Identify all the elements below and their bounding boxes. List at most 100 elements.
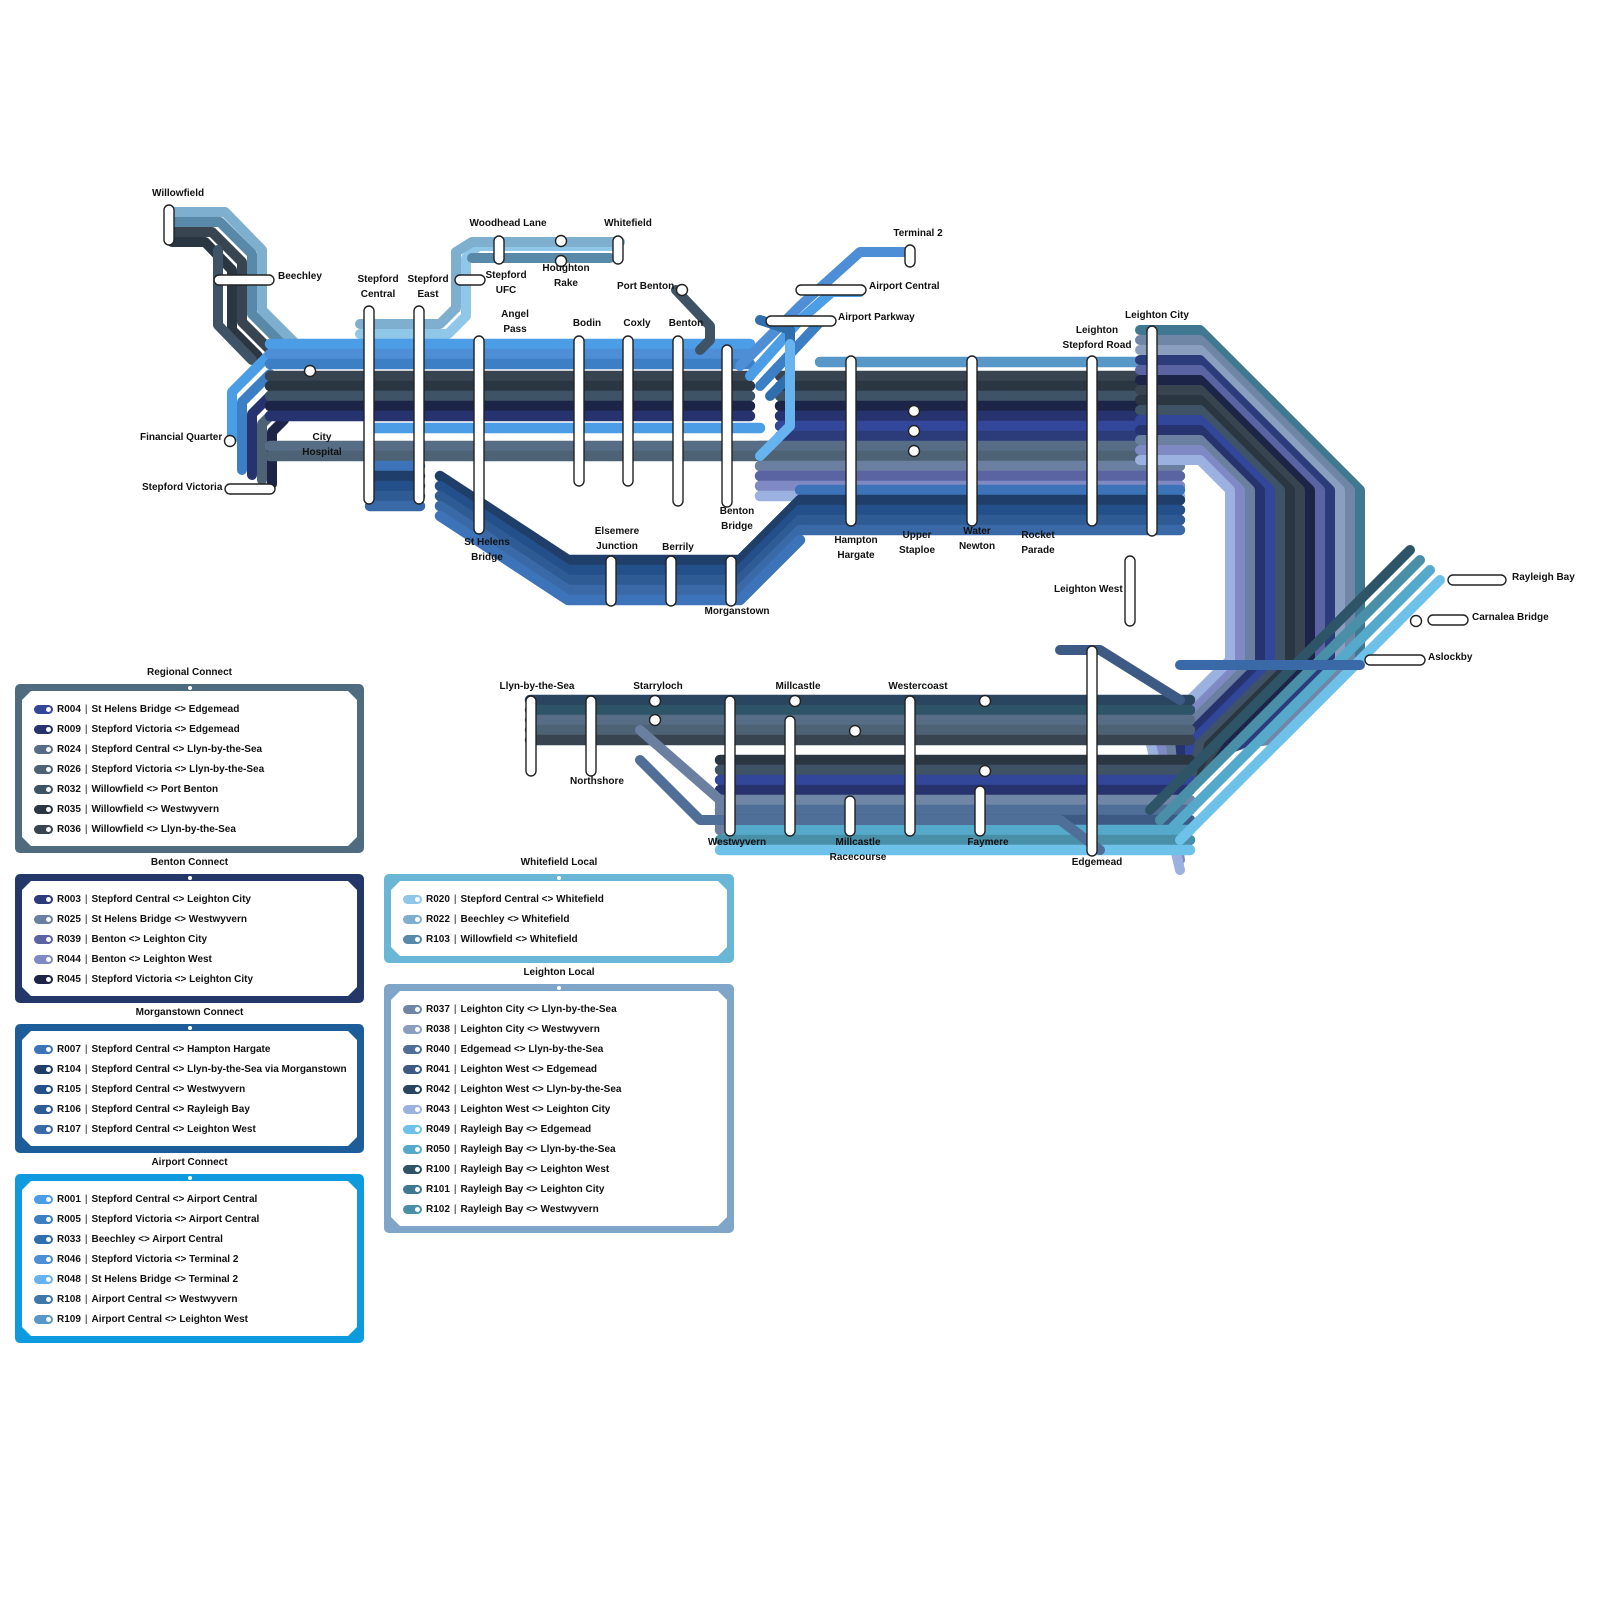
station-water-newton[interactable] — [966, 355, 978, 527]
route-line-r045 — [267, 415, 289, 489]
station-llyn-by-the-sea[interactable] — [525, 695, 537, 777]
route-code: R043 — [426, 1103, 450, 1115]
route-separator: | — [84, 973, 88, 985]
route-color-icon — [34, 765, 53, 774]
interchange-marker[interactable] — [788, 694, 802, 708]
interchange-marker[interactable] — [848, 724, 862, 738]
route-code: R024 — [57, 743, 81, 755]
station-rayleigh-bay[interactable] — [1447, 574, 1507, 586]
label-line: Stepford — [485, 270, 526, 281]
station-millcastle[interactable] — [784, 715, 796, 837]
station-airport-parkway[interactable] — [765, 315, 837, 327]
station-faymere[interactable] — [974, 785, 986, 837]
station-stepford-central[interactable] — [363, 305, 375, 505]
route-name: Benton <> Leighton City — [91, 933, 208, 945]
route-item: R102|Rayleigh Bay <> Westwyvern — [403, 1199, 715, 1219]
route-color-icon — [34, 1195, 53, 1204]
label-line: Parade — [1021, 545, 1055, 556]
station-leighton-city[interactable] — [1146, 325, 1158, 537]
route-name: Leighton West <> Leighton City — [460, 1103, 611, 1115]
interchange-marker[interactable] — [648, 713, 662, 727]
route-name: St Helens Bridge <> Terminal 2 — [91, 1273, 239, 1285]
station-stepford-ufc[interactable] — [454, 274, 486, 286]
interchange-marker[interactable] — [978, 764, 992, 778]
legend-title: Leighton Local — [523, 967, 595, 978]
route-item: R041|Leighton West <> Edgemead — [403, 1059, 715, 1079]
route-color-icon — [34, 1255, 53, 1264]
station-berrily[interactable] — [665, 555, 677, 607]
route-separator: | — [84, 1233, 88, 1245]
interchange-marker[interactable] — [907, 424, 921, 438]
interchange-marker[interactable] — [675, 283, 689, 297]
station-willowfield[interactable] — [163, 204, 175, 246]
route-separator: | — [453, 1023, 457, 1035]
route-name: Airport Central <> Leighton West — [91, 1313, 249, 1325]
route-line-r048 — [755, 339, 795, 461]
station-elsemere-junction[interactable] — [605, 555, 617, 607]
route-item: R025|St Helens Bridge <> Westwyvern — [34, 909, 345, 929]
station-hampton-hargate[interactable] — [845, 355, 857, 527]
route-separator: | — [84, 823, 88, 835]
station-aslockby[interactable] — [1364, 654, 1426, 666]
route-code: R033 — [57, 1233, 81, 1245]
station-woodhead-lane[interactable] — [493, 235, 505, 265]
route-separator: | — [453, 1083, 457, 1095]
route-color-icon — [403, 895, 422, 904]
route-item: R001|Stepford Central <> Airport Central — [34, 1189, 345, 1209]
station-beechley[interactable] — [213, 274, 275, 286]
interchange-marker[interactable] — [648, 694, 662, 708]
route-separator: | — [453, 1063, 457, 1075]
legend-pip — [187, 876, 192, 880]
label-morganstown: Morganstown — [705, 606, 770, 617]
route-name: Willowfield <> Westwyvern — [91, 803, 220, 815]
label-millcastle: Millcastle — [775, 681, 820, 692]
interchange-marker[interactable] — [223, 434, 237, 448]
station-benton[interactable] — [672, 335, 684, 507]
station-stepford-victoria[interactable] — [224, 483, 276, 495]
route-item: R003|Stepford Central <> Leighton City — [34, 889, 345, 909]
route-code: R105 — [57, 1083, 81, 1095]
station-airport-central[interactable] — [795, 284, 867, 296]
route-item: R104|Stepford Central <> Llyn-by-the-Sea… — [34, 1059, 345, 1079]
station-leighton-stepford-road[interactable] — [1086, 355, 1098, 527]
station-coxly[interactable] — [622, 335, 634, 487]
label-line: Newton — [959, 541, 995, 552]
route-item: R033|Beechley <> Airport Central — [34, 1229, 345, 1249]
route-code: R039 — [57, 933, 81, 945]
interchange-marker[interactable] — [554, 254, 568, 268]
interchange-marker[interactable] — [907, 404, 921, 418]
station-northshore[interactable] — [585, 695, 597, 777]
interchange-marker[interactable] — [978, 694, 992, 708]
interchange-marker[interactable] — [303, 364, 317, 378]
station-carnalea-bridge[interactable] — [1427, 614, 1469, 626]
route-name: Stepford Central <> Llyn-by-the-Sea via … — [91, 1063, 347, 1075]
station-angel-pass[interactable] — [473, 335, 485, 535]
label-line: Junction — [596, 541, 638, 552]
station-westercoast[interactable] — [904, 695, 916, 837]
route-item: R040|Edgemead <> Llyn-by-the-Sea — [403, 1039, 715, 1059]
station-terminal-2[interactable] — [904, 244, 916, 268]
station-benton-bridge[interactable] — [721, 344, 733, 508]
interchange-marker[interactable] — [1409, 614, 1423, 628]
route-name: Beechley <> Airport Central — [91, 1233, 223, 1245]
route-code: R046 — [57, 1253, 81, 1265]
station-edgemead[interactable] — [1086, 645, 1098, 857]
interchange-marker[interactable] — [554, 234, 568, 248]
station-stepford-east[interactable] — [413, 305, 425, 505]
station-leighton-west[interactable] — [1124, 555, 1136, 627]
interchange-marker[interactable] — [907, 444, 921, 458]
station-whitefield[interactable] — [612, 235, 624, 265]
station-westwyvern[interactable] — [724, 695, 736, 837]
station-bodin[interactable] — [573, 335, 585, 487]
route-code: R107 — [57, 1123, 81, 1135]
route-code: R009 — [57, 723, 81, 735]
label-line: Houghton — [542, 263, 589, 274]
station-millcastle-racecourse[interactable] — [844, 795, 856, 837]
route-color-icon — [34, 1065, 53, 1074]
station-morganstown[interactable] — [725, 555, 737, 607]
route-line-r106 — [434, 490, 806, 586]
route-code: R003 — [57, 893, 81, 905]
